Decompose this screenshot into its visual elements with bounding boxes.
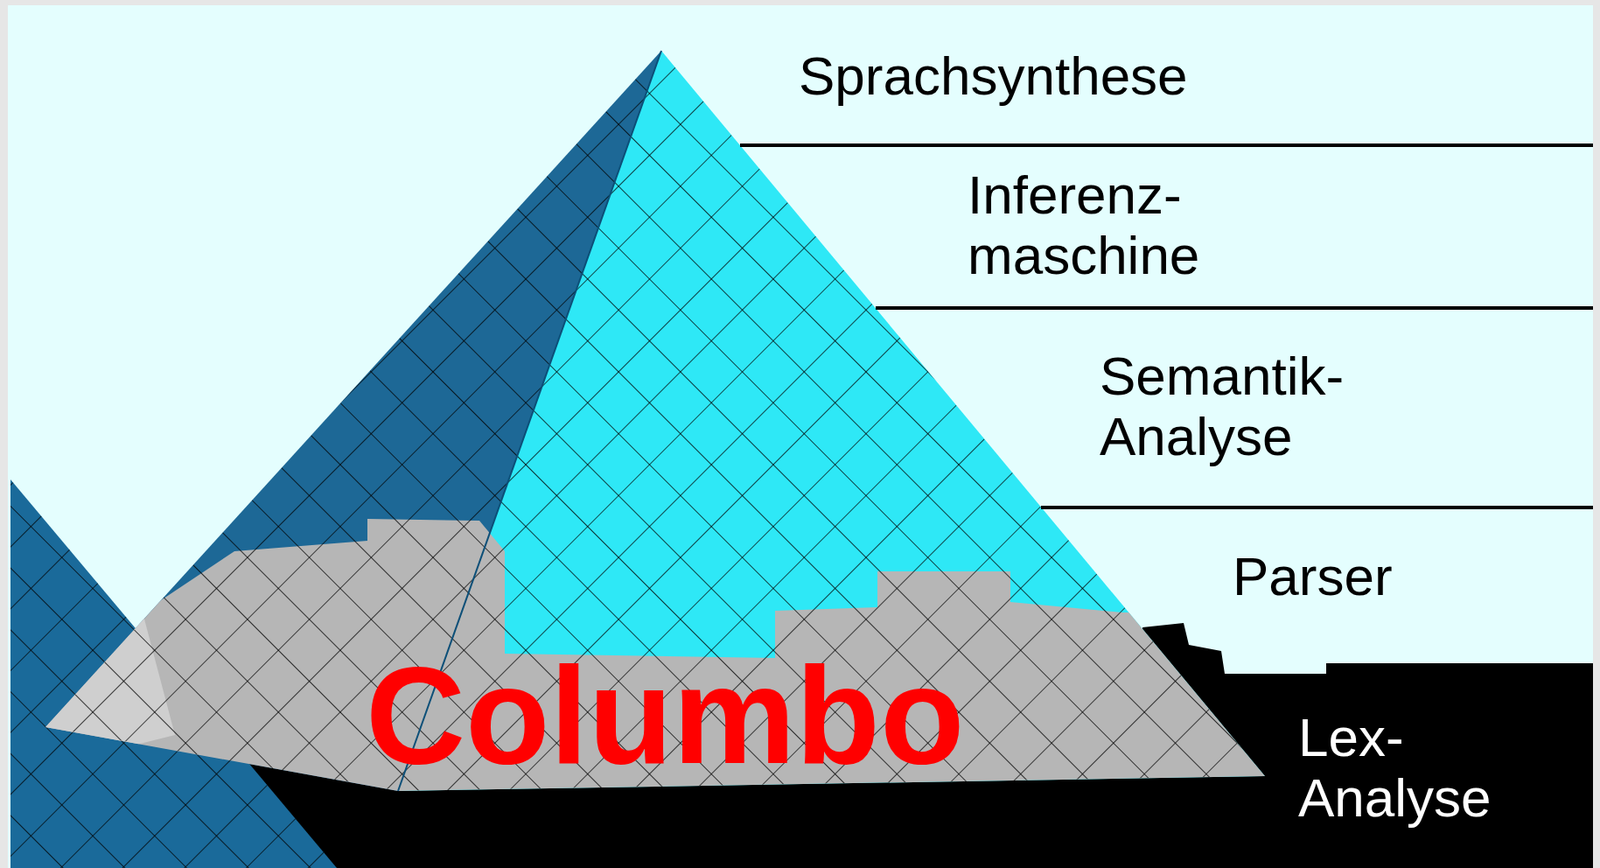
layer-label: Semantik- Analyse [1099, 345, 1344, 468]
layer-label: Sprachsynthese [798, 45, 1188, 106]
layer-label: Lex- Analyse [1298, 706, 1492, 829]
layer-label: Inferenz- maschine [967, 164, 1200, 287]
product-name: Columbo [365, 645, 965, 784]
layer-label: Parser [1232, 545, 1393, 607]
